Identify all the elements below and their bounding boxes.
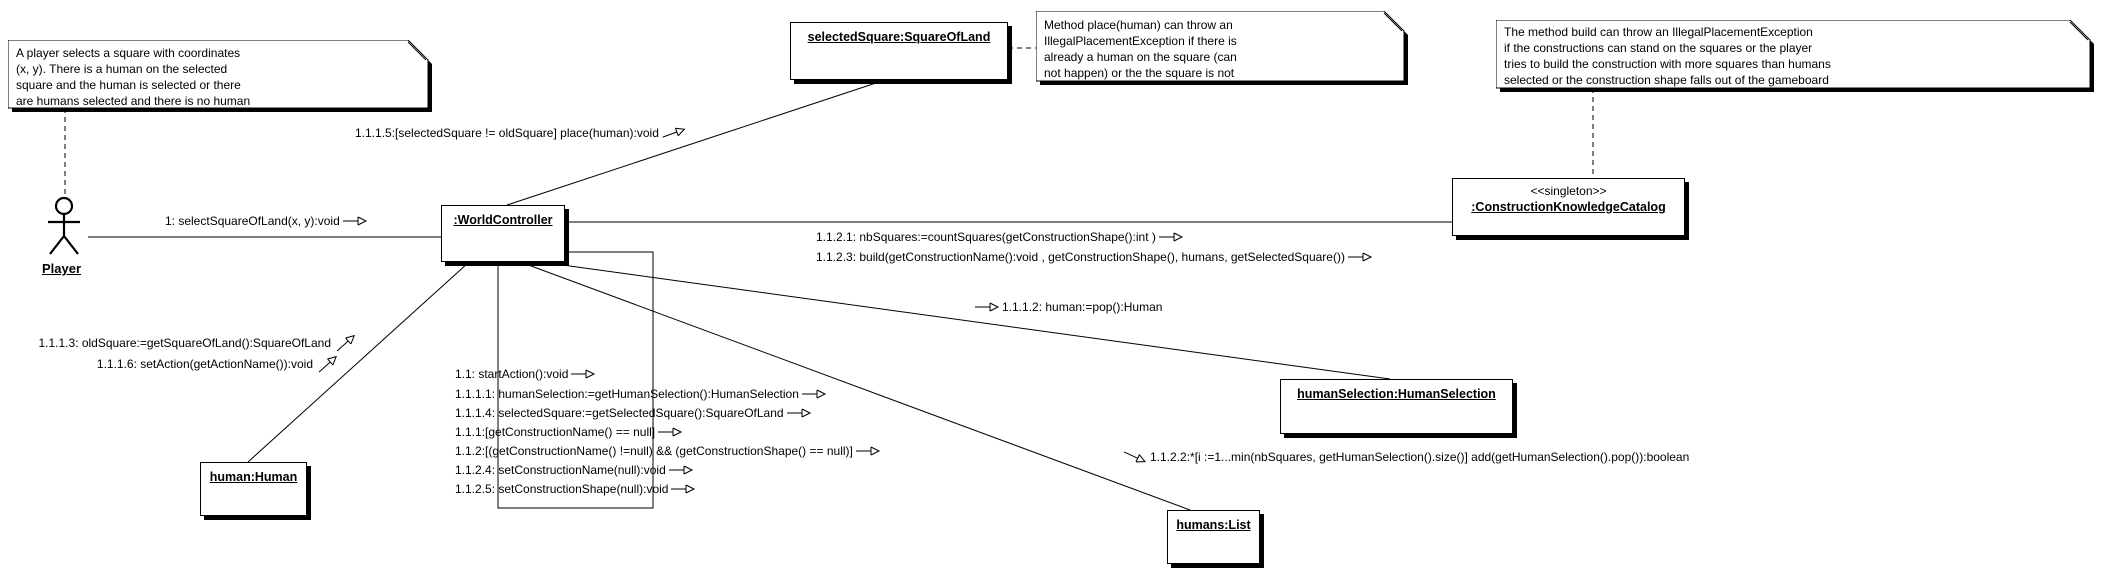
message-label: 1.1.1.4: selectedSquare:=getSelectedSqua… xyxy=(455,406,784,420)
message-arrow-icon xyxy=(1123,451,1146,463)
link-worldcontroller-humanselection xyxy=(547,262,1391,380)
message-arrow-icon xyxy=(658,427,683,437)
message-arrow-icon xyxy=(342,216,367,226)
object-selectedsquare[interactable]: selectedSquare:SquareOfLand xyxy=(790,22,1008,80)
message-arrow-icon xyxy=(1158,232,1183,242)
object-label: :WorldController xyxy=(453,213,553,227)
message-label: 1.1.2.5: setConstructionShape(null):void xyxy=(455,482,669,496)
message-arrow-icon xyxy=(786,408,811,418)
message-arrow-icon xyxy=(801,389,826,399)
note-sheet xyxy=(1495,19,2094,92)
object-label: humans:List xyxy=(1176,518,1251,532)
message-label: 1.1.1.2: human:=pop():Human xyxy=(1002,300,1163,314)
message-1-1-2-4[interactable]: 1.1.2.4: setConstructionName(null):void xyxy=(455,463,696,477)
object-worldcontroller[interactable]: :WorldController xyxy=(441,205,565,262)
message-1-1-2[interactable]: 1.1.2:[(getConstructionName() !=null) &&… xyxy=(455,444,883,458)
message-arrow-icon xyxy=(855,446,880,456)
object-label: :ConstructionKnowledgeCatalog xyxy=(1471,200,1666,214)
message-1-1-1-4[interactable]: 1.1.1.4: selectedSquare:=getSelectedSqua… xyxy=(455,406,814,420)
message-1-1-1-3[interactable]: 1.1.1.3: oldSquare:=getSquareOfLand():Sq… xyxy=(38,334,361,352)
note-build-exception[interactable]: The method build can throw an IllegalPla… xyxy=(1495,19,2096,94)
message-label: 1.1.1.3: oldSquare:=getSquareOfLand():Sq… xyxy=(38,336,331,350)
note-text-line: tries to build the construction with mor… xyxy=(1504,57,1831,71)
object-constructionknowledgecatalog[interactable]: <<singleton>> :ConstructionKnowledgeCata… xyxy=(1452,178,1685,236)
message-label: 1.1.2:[(getConstructionName() !=null) &&… xyxy=(455,444,853,458)
message-label: 1.1: startAction():void xyxy=(455,367,569,381)
note-text-line: selected or the construction shape falls… xyxy=(1504,73,1829,87)
message-arrow-icon xyxy=(668,465,693,475)
actor-label: Player xyxy=(42,261,82,276)
message-label: 1.1.1.1: humanSelection:=getHumanSelecti… xyxy=(455,387,799,401)
message-label: 1.1.2.2:*[i :=1...min(nbSquares, getHuma… xyxy=(1150,450,1690,464)
actor-player[interactable] xyxy=(42,196,88,265)
note-sheet xyxy=(7,39,432,112)
note-sheet xyxy=(1035,10,1408,85)
message-arrow-icon xyxy=(975,302,1000,312)
message-arrow-icon xyxy=(318,355,338,373)
note-player-scenario[interactable]: A player selects a square with coordinat… xyxy=(7,39,434,114)
note-text-line: square and the human is selected or ther… xyxy=(16,78,241,92)
message-label: 1.1.2.3: build(getConstructionName():voi… xyxy=(816,250,1345,264)
message-label: 1.1.2.1: nbSquares:=countSquares(getCons… xyxy=(816,230,1156,244)
note-text-line: A player selects a square with coordinat… xyxy=(16,46,241,60)
message-1-1-1-2[interactable]: 1.1.1.2: human:=pop():Human xyxy=(972,300,1162,314)
message-arrow-icon xyxy=(336,334,356,352)
message-arrow-icon xyxy=(671,484,696,494)
message-label: 1.1.2.4: setConstructionName(null):void xyxy=(455,463,666,477)
object-humanselection[interactable]: humanSelection:HumanSelection xyxy=(1280,379,1513,434)
message-1-1-2-1[interactable]: 1.1.2.1: nbSquares:=countSquares(getCons… xyxy=(816,230,1186,244)
link-worldcontroller-human xyxy=(247,262,469,463)
link-selectedsquare-worldcontroller xyxy=(506,79,886,206)
message-1-1-2-2[interactable]: 1.1.2.2:*[i :=1...min(nbSquares, getHuma… xyxy=(1120,450,1689,464)
note-text-line: not happen) or the the square is not xyxy=(1044,66,1235,80)
message-arrow-icon xyxy=(571,369,596,379)
message-arrow-icon xyxy=(1347,252,1373,262)
object-humans[interactable]: humans:List xyxy=(1167,510,1260,564)
note-text: The method build can throw an IllegalPla… xyxy=(1504,24,1831,88)
note-text-line: are humans selected and there is no huma… xyxy=(16,94,251,108)
note-text-line: IllegalPlacementException if there is xyxy=(1044,34,1237,48)
note-place-exception[interactable]: Method place(human) can throw an Illegal… xyxy=(1035,10,1410,87)
link-worldcontroller-humans xyxy=(522,262,1191,511)
stereotype-label: <<singleton>> xyxy=(1530,184,1607,198)
object-human[interactable]: human:Human xyxy=(200,462,307,516)
note-text-line: Method place(human) can throw an xyxy=(1044,18,1233,32)
note-text-line: (x, y). There is a human on the selected xyxy=(16,62,228,76)
object-label: humanSelection:HumanSelection xyxy=(1297,387,1496,401)
message-label: 1: selectSquareOfLand(x, y):void xyxy=(165,214,340,228)
note-text-line: if the constructions can stand on the sq… xyxy=(1504,41,1813,55)
message-arrow-icon xyxy=(662,127,686,138)
actor-icon xyxy=(48,196,80,255)
message-1-1-2-5[interactable]: 1.1.2.5: setConstructionShape(null):void xyxy=(455,482,698,496)
note-text-line: already a human on the square (can xyxy=(1044,50,1237,64)
message-1-1-1-5[interactable]: 1.1.1.5:[selectedSquare != oldSquare] pl… xyxy=(355,126,689,140)
self-link-worldcontroller xyxy=(497,251,654,509)
object-label: human:Human xyxy=(209,470,298,484)
message-1-1-2-3[interactable]: 1.1.2.3: build(getConstructionName():voi… xyxy=(816,250,1375,264)
message-1-1-1[interactable]: 1.1.1:[getConstructionName() == null] xyxy=(455,425,685,439)
note-text: A player selects a square with coordinat… xyxy=(16,45,250,109)
message-1-1-1-1[interactable]: 1.1.1.1: humanSelection:=getHumanSelecti… xyxy=(455,387,829,401)
note-text-line: The method build can throw an IllegalPla… xyxy=(1504,25,1813,39)
message-1-1-1-6[interactable]: 1.1.1.6: setAction(getActionName()):void xyxy=(96,355,343,373)
message-label: 1.1.1:[getConstructionName() == null] xyxy=(455,425,656,439)
message-1-1[interactable]: 1.1: startAction():void xyxy=(455,367,598,381)
message-label: 1.1.1.5:[selectedSquare != oldSquare] pl… xyxy=(355,126,659,140)
message-label: 1.1.1.6: setAction(getActionName()):void xyxy=(96,357,313,371)
object-label: selectedSquare:SquareOfLand xyxy=(807,30,991,44)
message-1[interactable]: 1: selectSquareOfLand(x, y):void xyxy=(165,214,370,228)
note-text: Method place(human) can throw an Illegal… xyxy=(1044,17,1237,81)
